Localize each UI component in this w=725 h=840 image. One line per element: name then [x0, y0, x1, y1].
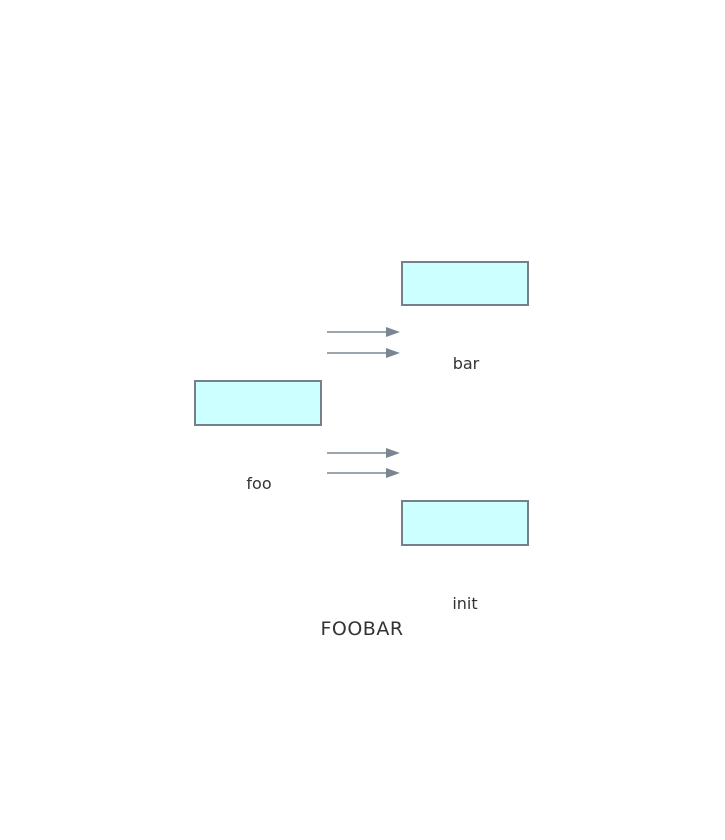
node-init-box[interactable] — [401, 500, 529, 546]
diagram-title: FOOBAR — [320, 618, 403, 640]
node-init[interactable]: init — [401, 500, 529, 613]
arrow-head-icon — [386, 348, 400, 358]
node-foo[interactable]: foo — [194, 380, 322, 493]
edge-foo-bar-2 — [327, 348, 400, 358]
node-foo-box[interactable] — [194, 380, 322, 426]
arrow-head-icon — [386, 448, 400, 458]
arrow-head-icon — [386, 468, 400, 478]
node-bar-label: bar — [453, 354, 480, 373]
arrow-head-icon — [386, 327, 400, 337]
node-init-label: init — [452, 594, 477, 613]
edge-foo-bar-1 — [327, 327, 400, 337]
edge-foo-init-1 — [327, 448, 400, 458]
edge-foo-init-2 — [327, 468, 400, 478]
node-bar-box[interactable] — [401, 261, 529, 306]
node-bar[interactable]: bar — [401, 261, 529, 373]
node-foo-label: foo — [246, 474, 271, 493]
